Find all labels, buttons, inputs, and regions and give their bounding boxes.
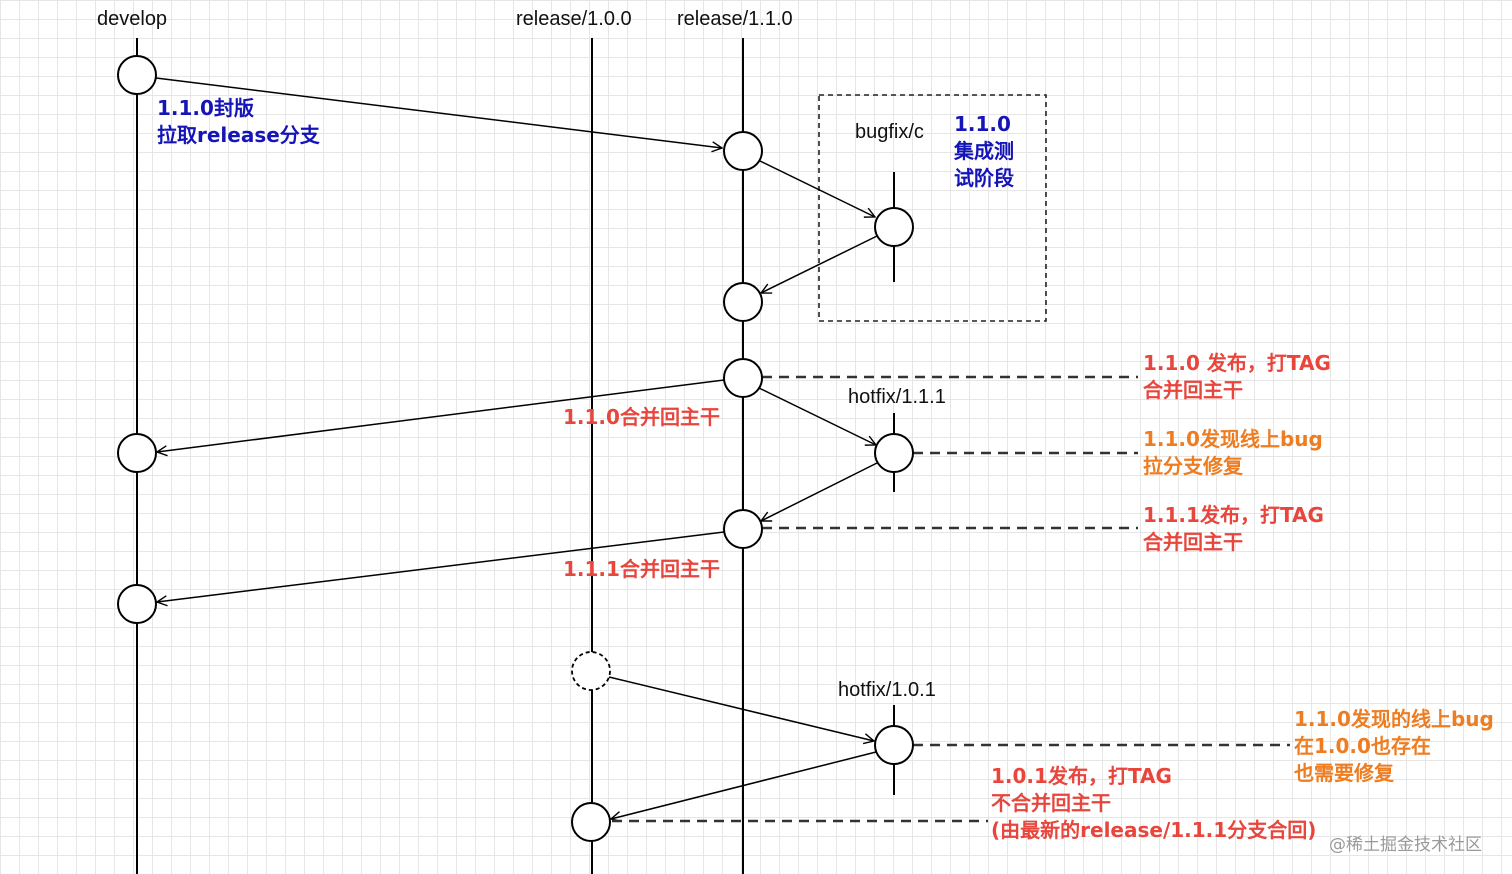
note-release111-line2: 合并回主干 [1143,530,1243,554]
branch-label-hotfix-101: hotfix/1.0.1 [838,679,936,701]
commit-release111-tag[interactable] [723,509,763,549]
arrow-release100-to-hotfix101 [608,676,874,741]
note-bug100-line1: 1.1.0发现的线上bug [1294,707,1494,731]
watermark: @稀土掘金技术社区 [1329,835,1482,855]
note-freeze: 1.1.0封版 拉取release分支 [157,95,320,149]
note-release110-line1: 1.1.0 发布，打TAG [1143,351,1331,375]
commit-release100-base[interactable] [571,651,611,691]
note-release110-line2: 合并回主干 [1143,378,1243,402]
note-merge110: 1.1.0合并回主干 [563,405,720,429]
note-bug110-line2: 拉分支修复 [1143,454,1243,478]
arrow-develop-to-release110 [155,77,722,148]
arrow-hotfix101-to-release100 [611,751,877,819]
branch-label-release-110: release/1.1.0 [677,8,793,30]
note-freeze-line2: 拉取release分支 [157,123,320,147]
note-testing-line1: 1.1.0 [954,112,1011,136]
note-merge111: 1.1.1合并回主干 [563,557,720,581]
note-bug100-line3: 也需要修复 [1294,761,1394,785]
arrow-bugfix-to-release110 [761,235,878,293]
note-bug100-line2: 在1.0.0也存在 [1294,734,1431,758]
branch-label-develop: develop [97,8,168,30]
note-testing-line3: 试阶段 [954,166,1014,190]
arrow-hotfix111-to-release110 [761,462,878,521]
note-testing-stage: 1.1.0 集成测 试阶段 [954,111,1014,192]
note-bug100: 1.1.0发现的线上bug 在1.0.0也存在 也需要修复 [1294,706,1494,787]
arrow-release110-to-hotfix111 [758,387,876,445]
commit-release110-start[interactable] [723,131,763,171]
note-release101-line2: 不合并回主干 [991,791,1111,815]
branch-label-bugfix: bugfix/c [855,121,924,143]
testing-stage-box [818,94,1047,322]
commit-release110-tag[interactable] [723,358,763,398]
note-release101-line3: (由最新的release/1.1.1分支合回) [991,818,1317,842]
arrow-release111-to-develop [157,531,725,602]
note-bug110: 1.1.0发现线上bug 拉分支修复 [1143,426,1323,480]
note-testing-line2: 集成测 [954,139,1014,163]
commit-develop-merge110[interactable] [117,433,157,473]
note-release111: 1.1.1发布，打TAG 合并回主干 [1143,502,1324,556]
arrow-release110-to-bugfix [759,160,875,217]
commit-bugfix-c[interactable] [874,207,914,247]
commit-hotfix101[interactable] [874,725,914,765]
note-release110: 1.1.0 发布，打TAG 合并回主干 [1143,350,1331,404]
commit-release110-bugfix-merged[interactable] [723,282,763,322]
branch-label-release-100: release/1.0.0 [516,8,632,30]
branch-label-hotfix-111: hotfix/1.1.1 [848,386,946,408]
commit-release101-tag[interactable] [571,802,611,842]
commit-develop-merge111[interactable] [117,584,157,624]
arrow-release110-to-develop [157,379,725,452]
note-bug110-line1: 1.1.0发现线上bug [1143,427,1323,451]
note-release101-line1: 1.0.1发布，打TAG [991,764,1172,788]
note-release101: 1.0.1发布，打TAG 不合并回主干 (由最新的release/1.1.1分支… [991,763,1316,844]
commit-hotfix111[interactable] [874,433,914,473]
note-release111-line1: 1.1.1发布，打TAG [1143,503,1324,527]
commit-develop-freeze[interactable] [117,55,157,95]
note-freeze-line1: 1.1.0封版 [157,96,254,120]
